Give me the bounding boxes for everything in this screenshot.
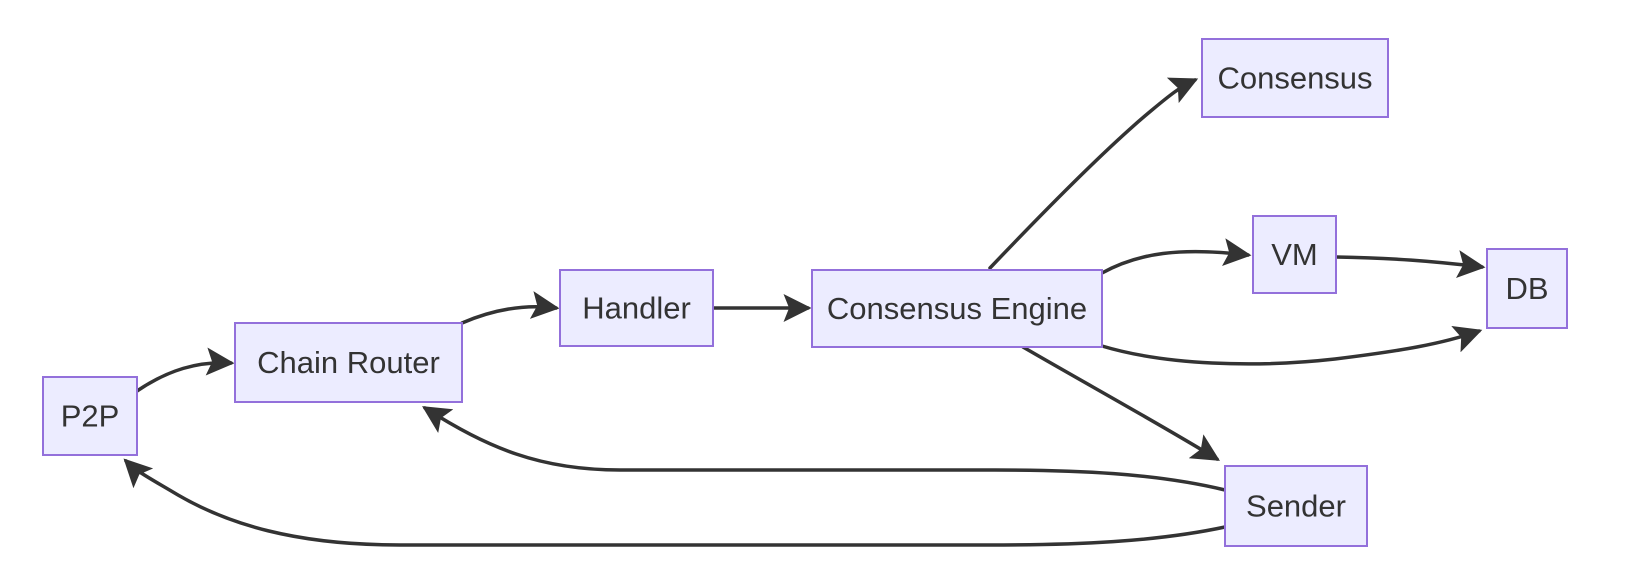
- node-p2p: P2P: [42, 376, 138, 456]
- node-sender-box: [1224, 465, 1368, 547]
- node-vm-label: VM: [1271, 237, 1318, 272]
- node-db: DB: [1486, 248, 1568, 329]
- edge-consensus-engine-to-db: [1100, 325, 1483, 366]
- node-db-label: DB: [1505, 271, 1548, 306]
- edge-consensus-engine-to-vm: [1100, 238, 1252, 275]
- node-handler: Handler: [559, 269, 714, 347]
- node-consensus-engine-box: [811, 269, 1103, 348]
- node-p2p-label: P2P: [61, 399, 120, 434]
- node-vm-box: [1252, 215, 1337, 294]
- node-chain-router-label: Chain Router: [257, 345, 440, 380]
- edge-sender-to-chain-router: [422, 406, 1227, 492]
- edge-consensus-engine-to-sender: [1021, 345, 1220, 461]
- edge-sender-to-p2p: [123, 458, 1227, 547]
- node-consensus-engine: Consensus Engine: [811, 269, 1103, 348]
- node-consensus-engine-label: Consensus Engine: [827, 291, 1087, 326]
- node-chain-router-box: [234, 322, 463, 403]
- node-sender-label: Sender: [1246, 489, 1346, 524]
- node-vm: VM: [1252, 215, 1337, 294]
- node-sender: Sender: [1224, 465, 1368, 547]
- node-consensus-box: [1201, 38, 1389, 118]
- node-db-box: [1486, 248, 1568, 329]
- edge-vm-to-db: [1334, 250, 1486, 278]
- nodes-layer: P2P Chain Router Handler Consensus Engine Co…: [42, 38, 1568, 547]
- node-chain-router: Chain Router: [234, 322, 463, 403]
- node-handler-box: [559, 269, 714, 347]
- node-handler-label: Handler: [582, 291, 691, 326]
- node-consensus: Consensus: [1201, 38, 1389, 118]
- node-consensus-label: Consensus: [1217, 61, 1372, 96]
- edges-layer: [123, 77, 1486, 547]
- node-p2p-box: [42, 376, 138, 456]
- edge-chain-router-to-handler: [460, 291, 560, 325]
- edge-p2p-to-chain-router: [135, 347, 235, 393]
- edge-consensus-engine-to-consensus: [988, 77, 1199, 270]
